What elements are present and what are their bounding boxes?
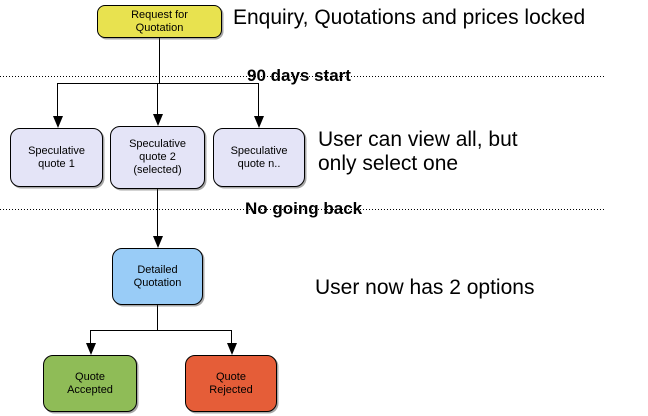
connector-to-rejected bbox=[231, 330, 232, 343]
arrowhead-to-quote2 bbox=[153, 114, 163, 126]
arrowhead-to-accepted bbox=[86, 343, 96, 355]
connector-to-accepted bbox=[90, 330, 91, 343]
arrowhead-to-quote1 bbox=[53, 116, 63, 128]
connector-to-quote1 bbox=[57, 83, 58, 116]
arrowhead-to-rejected bbox=[227, 343, 237, 355]
phase-label-no-going-back: No going back bbox=[245, 199, 363, 218]
node-speculative-quote-n: Speculative quote n.. bbox=[213, 128, 305, 187]
phase-separator-90-days bbox=[0, 76, 606, 77]
annotation-user-can-view-all: User can view all, but only select one bbox=[318, 128, 518, 175]
annotation-enquiry-quotations-locked: Enquiry, Quotations and prices locked bbox=[233, 6, 586, 29]
node-quote-accepted: Quote Accepted bbox=[43, 355, 137, 412]
node-speculative-quote-1: Speculative quote 1 bbox=[10, 128, 103, 187]
arrowhead-to-quoten bbox=[254, 116, 264, 128]
node-quote-rejected: Quote Rejected bbox=[185, 355, 277, 412]
connector-request-down bbox=[159, 38, 160, 83]
phase-separator-no-going-back bbox=[0, 209, 606, 210]
node-detailed-quotation: Detailed Quotation bbox=[112, 248, 203, 305]
connector-detailed-down bbox=[157, 305, 158, 331]
connector-branch-bottom bbox=[90, 330, 232, 331]
connector-to-quote2 bbox=[157, 83, 158, 114]
connector-to-quoten bbox=[258, 83, 259, 116]
node-speculative-quote-2-selected: Speculative quote 2 (selected) bbox=[110, 126, 205, 189]
arrowhead-to-detailed bbox=[153, 236, 163, 248]
node-request-for-quotation: Request for Quotation bbox=[97, 5, 222, 38]
phase-label-90-days-start: 90 days start bbox=[247, 66, 351, 85]
connector-quote2-down bbox=[157, 189, 158, 236]
annotation-user-two-options: User now has 2 options bbox=[315, 276, 535, 299]
connector-branch-top bbox=[57, 83, 259, 84]
